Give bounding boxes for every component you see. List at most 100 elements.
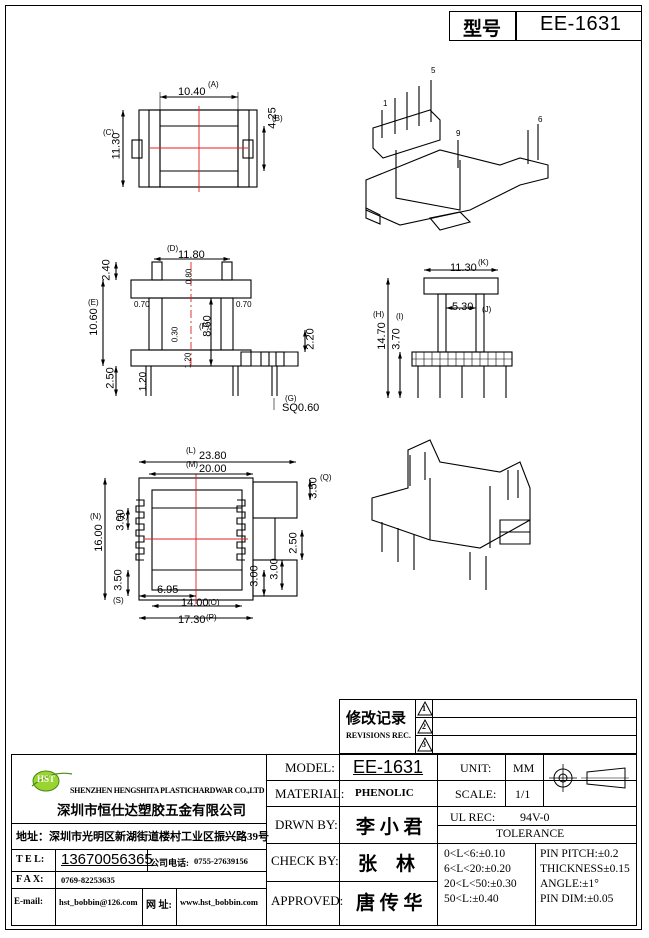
dim-n-tag: (N) bbox=[90, 512, 102, 521]
company-address: 地址：深圳市光明区新湖街道楼村工业区振兴路39号 bbox=[16, 831, 269, 843]
tol-line-b: 6<L<20:±0.20 bbox=[444, 863, 511, 875]
top-view bbox=[121, 92, 266, 192]
dim-q-value: 3.50 bbox=[307, 477, 320, 499]
dim-l-value: 23.80 bbox=[199, 450, 227, 462]
tol-pin-a: PIN PITCH:±0.2 bbox=[540, 848, 619, 860]
revision-row-line-2 bbox=[415, 735, 637, 737]
drawn-label: DRWN BY: bbox=[275, 817, 338, 832]
email-label: E-mail: bbox=[14, 896, 43, 906]
dim-s-value: 3.50 bbox=[112, 569, 125, 591]
dim-h-value: 14.70 bbox=[375, 322, 388, 350]
material-label: MATERIAL: bbox=[275, 786, 345, 801]
symbol-divider bbox=[543, 754, 545, 806]
dim-k-value: 11.30 bbox=[450, 262, 477, 274]
tb-line-2 bbox=[267, 806, 637, 808]
dim-f-tag: (F) bbox=[199, 322, 210, 331]
dim-120a-value: 1.20 bbox=[138, 371, 150, 392]
side-view bbox=[386, 268, 513, 398]
company-logo bbox=[31, 770, 73, 792]
ul-label: UL REC: bbox=[450, 810, 496, 824]
dim-j-tag: (J) bbox=[482, 305, 492, 314]
tol-line-a: 0<L<6:±0.10 bbox=[444, 848, 506, 860]
web-value[interactable]: www.hst_bobbin.com bbox=[180, 897, 258, 907]
tb-line-4 bbox=[267, 881, 437, 883]
iso-pin6-label: 6 bbox=[538, 115, 543, 124]
revision-divider-2 bbox=[432, 699, 434, 754]
model-label: MODEL: bbox=[285, 760, 335, 775]
revision-mark-3: 3 bbox=[422, 740, 426, 749]
dim-a-value: 10.40 bbox=[178, 86, 206, 98]
dim-g-tag: (G) bbox=[285, 394, 297, 403]
tol-pin-b: THICKNESS±0.15 bbox=[540, 863, 630, 875]
tol-pin-d: PIN DIM:±0.05 bbox=[540, 893, 614, 905]
contact-line-2 bbox=[11, 888, 267, 890]
company-logo-text: HST bbox=[37, 774, 56, 784]
approved-value: 唐 传 华 bbox=[356, 893, 423, 914]
dim-side-right: 0.70 bbox=[236, 300, 252, 309]
ul-value: 94V-0 bbox=[520, 810, 550, 824]
email-value[interactable]: hst_bobbin@126.com bbox=[59, 897, 138, 907]
check-value: 张 林 bbox=[358, 854, 416, 875]
dim-d-value: 11.80 bbox=[178, 249, 205, 261]
dim-l-tag: (L) bbox=[186, 446, 196, 455]
projection-symbol-icon bbox=[549, 764, 629, 792]
dim-s-tag: (S) bbox=[113, 596, 124, 605]
isometric-view-top bbox=[365, 80, 549, 231]
material-value: PHENOLIC bbox=[355, 787, 414, 799]
model-value: EE-1631 bbox=[353, 757, 424, 777]
dim-o-value: 14.00 bbox=[181, 597, 209, 609]
dim-695-value: 6.95 bbox=[157, 584, 179, 596]
dim-k-tag: (K) bbox=[478, 258, 489, 267]
dim-220-value: 2.20 bbox=[304, 328, 317, 350]
revision-row-line-1 bbox=[415, 717, 637, 719]
phone-divider bbox=[147, 849, 149, 871]
revision-triangles bbox=[417, 700, 433, 752]
tol-pin-c: ANGLE:±1° bbox=[540, 878, 599, 890]
dim-m-value: 20.00 bbox=[199, 463, 227, 475]
tb-line-3 bbox=[267, 843, 437, 845]
model-header-number: EE-1631 bbox=[540, 13, 622, 35]
tolerance-label: TOLERANCE bbox=[496, 828, 565, 840]
front-view bbox=[101, 257, 307, 410]
fax-value: 0769-82253635 bbox=[61, 875, 115, 885]
web-label: 网 址: bbox=[146, 900, 172, 911]
tel-value: 13670056365 bbox=[61, 851, 153, 868]
dim-n-value: 16.00 bbox=[92, 524, 105, 552]
tol-line-2 bbox=[437, 843, 637, 845]
dim-i-tag: (I) bbox=[396, 312, 404, 321]
revision-divider-1 bbox=[415, 699, 417, 754]
tol-line-1 bbox=[437, 825, 637, 827]
dim-b-tag: (B) bbox=[272, 114, 283, 123]
phone-value: 0755-27639156 bbox=[194, 856, 248, 866]
bottom-view bbox=[103, 460, 312, 620]
tol-divider bbox=[535, 843, 537, 926]
model-type-label: 型号 bbox=[463, 19, 502, 40]
dim-300a-bottom: 3.00 bbox=[268, 558, 281, 580]
iso-pin5-label: 5 bbox=[431, 66, 436, 75]
dim-250-bottom: 2.50 bbox=[287, 532, 300, 554]
dim-250-value: 2.50 bbox=[104, 367, 117, 389]
iso-pin9-label: 9 bbox=[456, 129, 461, 138]
revision-block bbox=[339, 699, 637, 754]
revision-mark-1: 1 bbox=[422, 704, 426, 713]
scale-value: 1/1 bbox=[515, 787, 531, 801]
dim-e-tag: (E) bbox=[88, 298, 99, 307]
tol-line-c: 20<L<50:±0.30 bbox=[444, 878, 517, 890]
web-divider bbox=[142, 888, 144, 926]
dim-300b-bottom: 3.00 bbox=[248, 565, 261, 587]
dim-p-value: 17.30 bbox=[178, 614, 206, 626]
title-block bbox=[11, 754, 637, 926]
model-header-divider bbox=[515, 11, 517, 41]
dim-q-tag: (Q) bbox=[320, 473, 332, 482]
dim-e-value: 10.60 bbox=[87, 308, 100, 336]
dim-r-tag: (R) bbox=[117, 512, 129, 521]
company-name-cn: 深圳市恒仕达塑胶五金有限公司 bbox=[57, 803, 246, 818]
label-divider bbox=[339, 754, 341, 926]
dim-i-value: 3.70 bbox=[390, 328, 403, 350]
unit-divider bbox=[505, 754, 507, 806]
dim-d-tag: (D) bbox=[167, 244, 179, 253]
unit-value: MM bbox=[513, 761, 535, 775]
contact-divider bbox=[55, 849, 57, 926]
scale-label: SCALE: bbox=[455, 787, 497, 801]
